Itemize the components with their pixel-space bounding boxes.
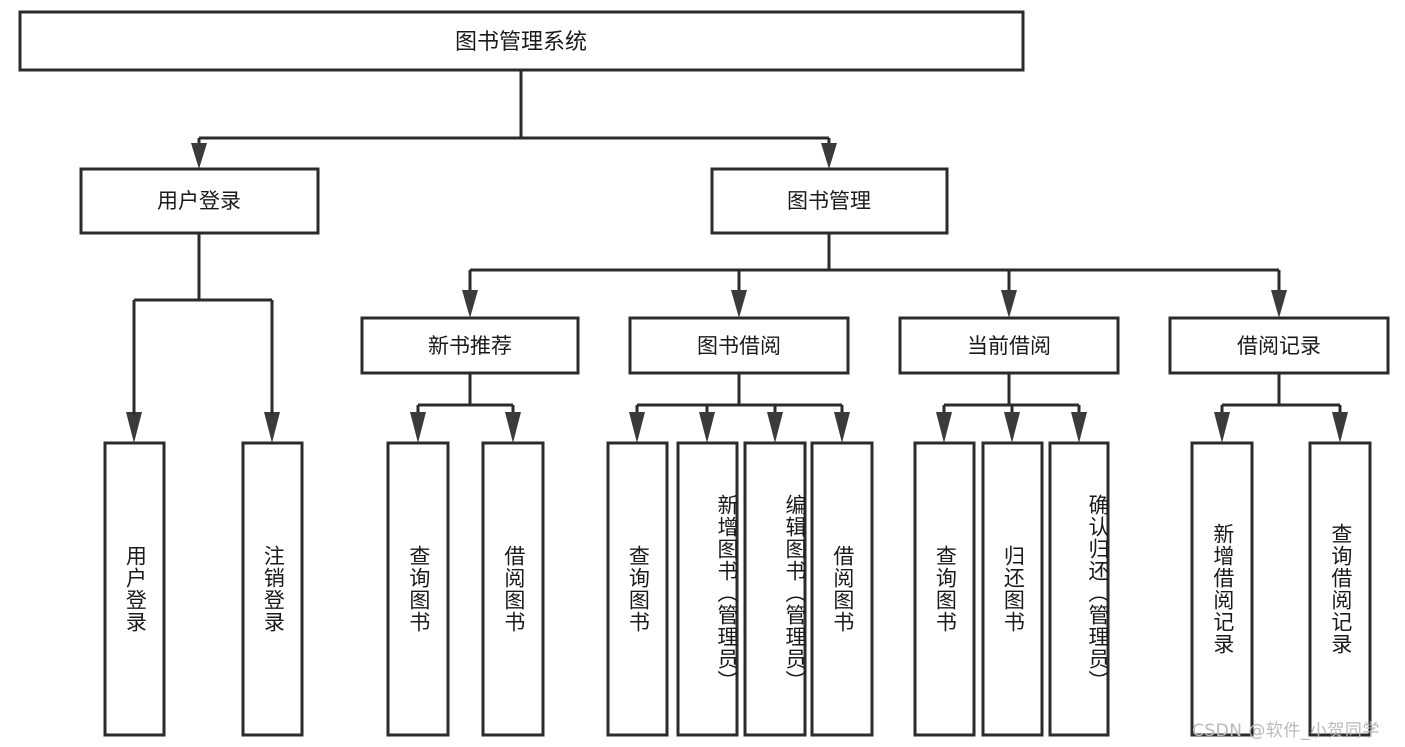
arrow-to-new-book	[462, 290, 478, 318]
arrow-to-current-borrow	[1001, 290, 1017, 318]
node-root[interactable]: 图书管理系统	[18, 10, 1025, 72]
arrow-to-leaf-9	[936, 412, 952, 443]
connector-root-to-level2	[191, 70, 837, 169]
connector-new-book-to-leaves	[410, 373, 521, 443]
node-borrow-record[interactable]: 借阅记录	[1168, 316, 1390, 375]
arrow-to-book-mgmt	[821, 143, 837, 169]
arrow-to-leaf-7	[767, 412, 783, 443]
arrow-to-leaf-6	[699, 412, 715, 443]
arrow-to-leaf-10	[1004, 412, 1020, 443]
connector-book-mgmt-to-level3	[462, 233, 1287, 318]
watermark: CSDN @软件_小贺同学	[1192, 721, 1380, 741]
node-borrow-record-label: 借阅记录	[1237, 334, 1321, 358]
node-book-management[interactable]: 图书管理	[710, 167, 949, 235]
node-book-borrow[interactable]: 图书借阅	[628, 316, 850, 375]
node-book-borrow-label: 图书借阅	[697, 334, 781, 358]
arrow-to-leaf-12	[1214, 412, 1230, 443]
leaf-boxes	[103, 441, 1372, 737]
leaf-box-query-book-1[interactable]	[386, 441, 450, 737]
leaf-box-query-book-3[interactable]	[913, 441, 976, 737]
node-new-book-recommend-label: 新书推荐	[428, 334, 512, 358]
node-current-borrow-label: 当前借阅	[967, 334, 1051, 358]
arrow-to-leaf-8	[834, 412, 850, 443]
connector-borrow-record-to-leaves	[1214, 373, 1348, 443]
leaf-box-logout[interactable]	[241, 441, 304, 737]
arrow-to-user-login	[191, 143, 207, 169]
arrow-to-leaf-4	[505, 412, 521, 443]
arrow-to-leaf-1	[126, 412, 142, 443]
connector-user-login-to-leaves	[126, 233, 280, 443]
arrow-to-leaf-2	[264, 412, 280, 443]
node-book-management-label: 图书管理	[787, 189, 871, 213]
node-new-book-recommend[interactable]: 新书推荐	[360, 316, 580, 375]
node-user-login[interactable]: 用户登录	[79, 167, 320, 235]
leaf-box-add-borrow-record[interactable]	[1190, 441, 1254, 737]
node-current-borrow[interactable]: 当前借阅	[898, 316, 1120, 375]
connector-borrow-book-to-leaves	[629, 373, 850, 443]
arrow-to-leaf-5	[629, 412, 645, 443]
node-user-login-label: 用户登录	[157, 189, 241, 213]
leaf-box-return-book[interactable]	[981, 441, 1044, 737]
leaf-box-user-login[interactable]	[103, 441, 166, 737]
leaf-box-borrow-book-2[interactable]	[810, 441, 874, 737]
arrow-to-leaf-11	[1071, 412, 1087, 443]
leaf-box-confirm-return[interactable]	[1048, 441, 1110, 737]
arrow-to-leaf-3	[410, 412, 426, 443]
leaf-box-borrow-book-1[interactable]	[481, 441, 545, 737]
arrow-to-leaf-13	[1332, 412, 1348, 443]
arrow-to-borrow-record	[1271, 290, 1287, 318]
leaf-box-add-book[interactable]	[676, 441, 739, 737]
leaf-box-edit-book[interactable]	[743, 441, 807, 737]
node-root-label: 图书管理系统	[455, 30, 587, 55]
arrow-to-borrow-book	[731, 290, 747, 318]
connector-current-borrow-to-leaves	[936, 373, 1087, 443]
leaf-box-query-book-2[interactable]	[606, 441, 669, 737]
leaf-box-query-borrow-record[interactable]	[1308, 441, 1372, 737]
